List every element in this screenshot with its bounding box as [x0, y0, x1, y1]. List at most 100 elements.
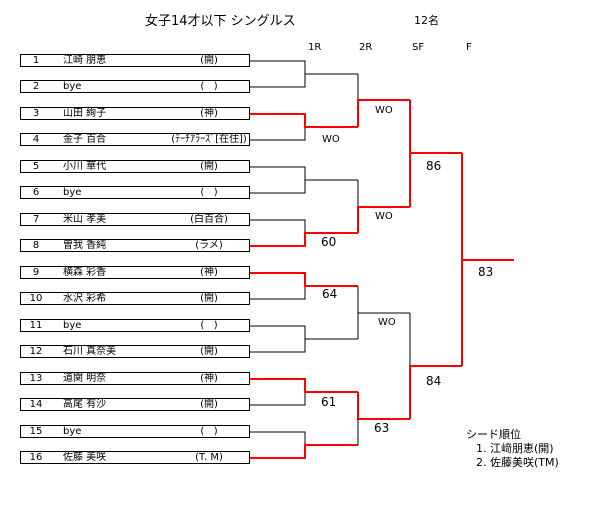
player-row: 7 米山 孝美 (白百合) — [20, 213, 250, 226]
player-number: 14 — [29, 399, 43, 410]
bracket-line-r2-q2-top — [357, 180, 410, 208]
bracket-line-r1-m2-top — [250, 114, 306, 141]
player-name: bye — [63, 187, 82, 198]
player-club: (開) — [200, 161, 218, 172]
player-number: 16 — [29, 452, 43, 463]
player-row: 16 佐藤 美咲 (T. M) — [20, 451, 250, 464]
player-club: ( ) — [200, 81, 218, 92]
player-number: 2 — [32, 81, 40, 92]
player-number: 10 — [29, 293, 43, 304]
player-name: 道関 明奈 — [63, 373, 107, 384]
bracket-line-r1-m4-win — [250, 232, 358, 247]
player-name: 佐藤 美咲 — [63, 452, 107, 463]
score-m7: 61 — [321, 395, 336, 409]
player-number: 7 — [32, 214, 40, 225]
player-name: bye — [63, 320, 82, 331]
player-number: 15 — [29, 426, 43, 437]
player-club: ( ) — [200, 320, 218, 331]
bracket-line-r1-m6 — [250, 325, 306, 353]
bracket-line-r1-m7-bot — [250, 392, 306, 406]
bracket-line-sf1-win — [409, 100, 462, 207]
player-club: (開) — [200, 55, 218, 66]
player-name: 石川 真奈美 — [63, 346, 117, 357]
player-club: (神) — [200, 267, 218, 278]
score-sf2: 84 — [426, 374, 441, 388]
bracket-line-sf2-win — [409, 365, 462, 419]
score-sf1: 86 — [426, 159, 441, 173]
player-name: bye — [63, 426, 82, 437]
player-row: 2 bye ( ) — [20, 80, 250, 93]
player-club: (神) — [200, 108, 218, 119]
player-row: 11 bye ( ) — [20, 319, 250, 332]
player-name: 小川 華代 — [63, 161, 107, 172]
player-row: 15 bye ( ) — [20, 425, 250, 438]
player-number: 11 — [29, 320, 43, 331]
player-row: 12 石川 真奈美 (開) — [20, 345, 250, 358]
player-name: 高尾 有沙 — [63, 399, 107, 410]
player-name: bye — [63, 81, 82, 92]
player-club: (白百合) — [190, 214, 228, 225]
player-name: 江崎 朋恵 — [63, 55, 107, 66]
seed-heading: シード順位 — [466, 428, 521, 441]
score-qf1: WO — [375, 105, 393, 116]
bracket-line-r1-m7-win — [250, 378, 358, 393]
player-row: 6 bye ( ) — [20, 186, 250, 199]
bracket-line-r1-m8-win — [250, 444, 358, 459]
score-qf2: WO — [375, 211, 393, 222]
bracket-line-r1-m4-top — [250, 219, 306, 233]
bracket-line-r1-m1 — [250, 60, 306, 88]
player-club: ( ) — [200, 426, 218, 437]
player-number: 12 — [29, 346, 43, 357]
round-label-sf: SF — [412, 42, 425, 53]
player-row: 5 小川 華代 (開) — [20, 160, 250, 173]
player-row: 14 高尾 有沙 (開) — [20, 398, 250, 411]
round-label-2r: 2R — [359, 42, 373, 53]
player-number: 5 — [32, 161, 40, 172]
seed-item-2: 2. 佐藤美咲(TM) — [476, 456, 559, 469]
player-club: (T. M) — [195, 452, 223, 463]
player-row: 4 金子 百合 (ﾃｰﾁｱﾗｰｽﾞ[在住]) — [20, 133, 250, 146]
bracket-line-r1-m8-top — [250, 431, 306, 445]
seed-ranking: シード順位 1. 江﨑朋恵(開) 2. 佐藤美咲(TM) — [466, 428, 559, 470]
player-club: (開) — [200, 346, 218, 357]
bracket-line-r1-m5-win — [250, 272, 358, 287]
player-number: 3 — [32, 108, 40, 119]
player-club: ( ) — [200, 187, 218, 198]
player-number: 13 — [29, 373, 43, 384]
score-m5: 64 — [322, 287, 337, 301]
player-club: (ﾃｰﾁｱﾗｰｽﾞ[在住]) — [171, 134, 247, 145]
bracket-line-r2-q2-win — [357, 206, 410, 233]
entrant-count: 12名 — [414, 14, 439, 27]
player-name: 米山 孝美 — [63, 214, 107, 225]
player-club: (ラメ) — [195, 240, 223, 251]
score-qf4: 63 — [374, 421, 389, 435]
score-final: 83 — [478, 265, 493, 279]
score-m2: WO — [322, 134, 340, 145]
player-number: 4 — [32, 134, 40, 145]
round-label-f: F — [466, 42, 472, 53]
player-row: 3 山田 絢子 (神) — [20, 107, 250, 120]
score-qf3: WO — [378, 317, 396, 328]
bracket-line-r2-q1-win — [357, 99, 410, 127]
player-name: 金子 百合 — [63, 134, 107, 145]
player-name: 横森 彩香 — [63, 267, 107, 278]
player-row: 8 曽我 香純 (ラメ) — [20, 239, 250, 252]
round-label-1r: 1R — [308, 42, 322, 53]
player-club: (開) — [200, 399, 218, 410]
player-name: 曽我 香純 — [63, 240, 107, 251]
player-number: 8 — [32, 240, 40, 251]
bracket-line-final-win — [461, 153, 514, 366]
player-number: 1 — [32, 55, 40, 66]
bracket-line-r1-m5-bot — [250, 286, 306, 300]
player-club: (開) — [200, 293, 218, 304]
player-name: 山田 絢子 — [63, 108, 107, 119]
player-number: 6 — [32, 187, 40, 198]
bracket-line-r2-q4-win — [357, 392, 410, 420]
bracket-line-r1-m3 — [250, 166, 306, 194]
bracket-line-r1-m2-win — [250, 113, 358, 128]
score-m4: 60 — [321, 235, 336, 249]
